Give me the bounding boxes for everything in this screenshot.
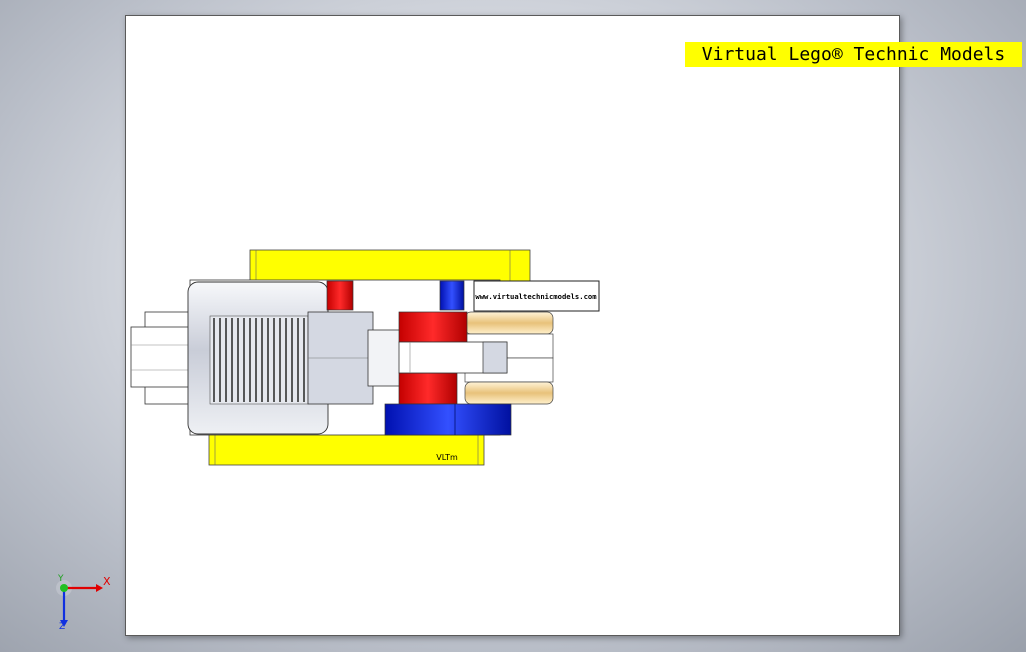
white-axle [398,341,508,374]
x-axis-label: X [103,575,111,588]
title-banner: Virtual Lego® Technic Models [685,42,1022,67]
url-label-sticker: www.virtualtechnicmodels.com [473,280,600,312]
red-parts [326,280,468,405]
brand-label: VLTm [436,453,458,462]
grey-coupling [307,311,404,405]
y-axis-label: Y [58,574,64,584]
left-axle-connector [130,311,191,405]
bottom-yellow-beam [208,433,485,466]
z-axis-label: Z [59,622,66,632]
blue-parts [384,280,512,436]
url-label-text: www.virtualtechnicmodels.com [475,292,597,301]
top-yellow-beam [249,249,531,282]
axis-triad [56,580,103,627]
z-axis-arrow-icon [60,620,68,627]
y-axis-dot-icon [60,584,68,592]
x-axis-arrow-icon [96,584,103,592]
motor-housing [187,281,329,435]
